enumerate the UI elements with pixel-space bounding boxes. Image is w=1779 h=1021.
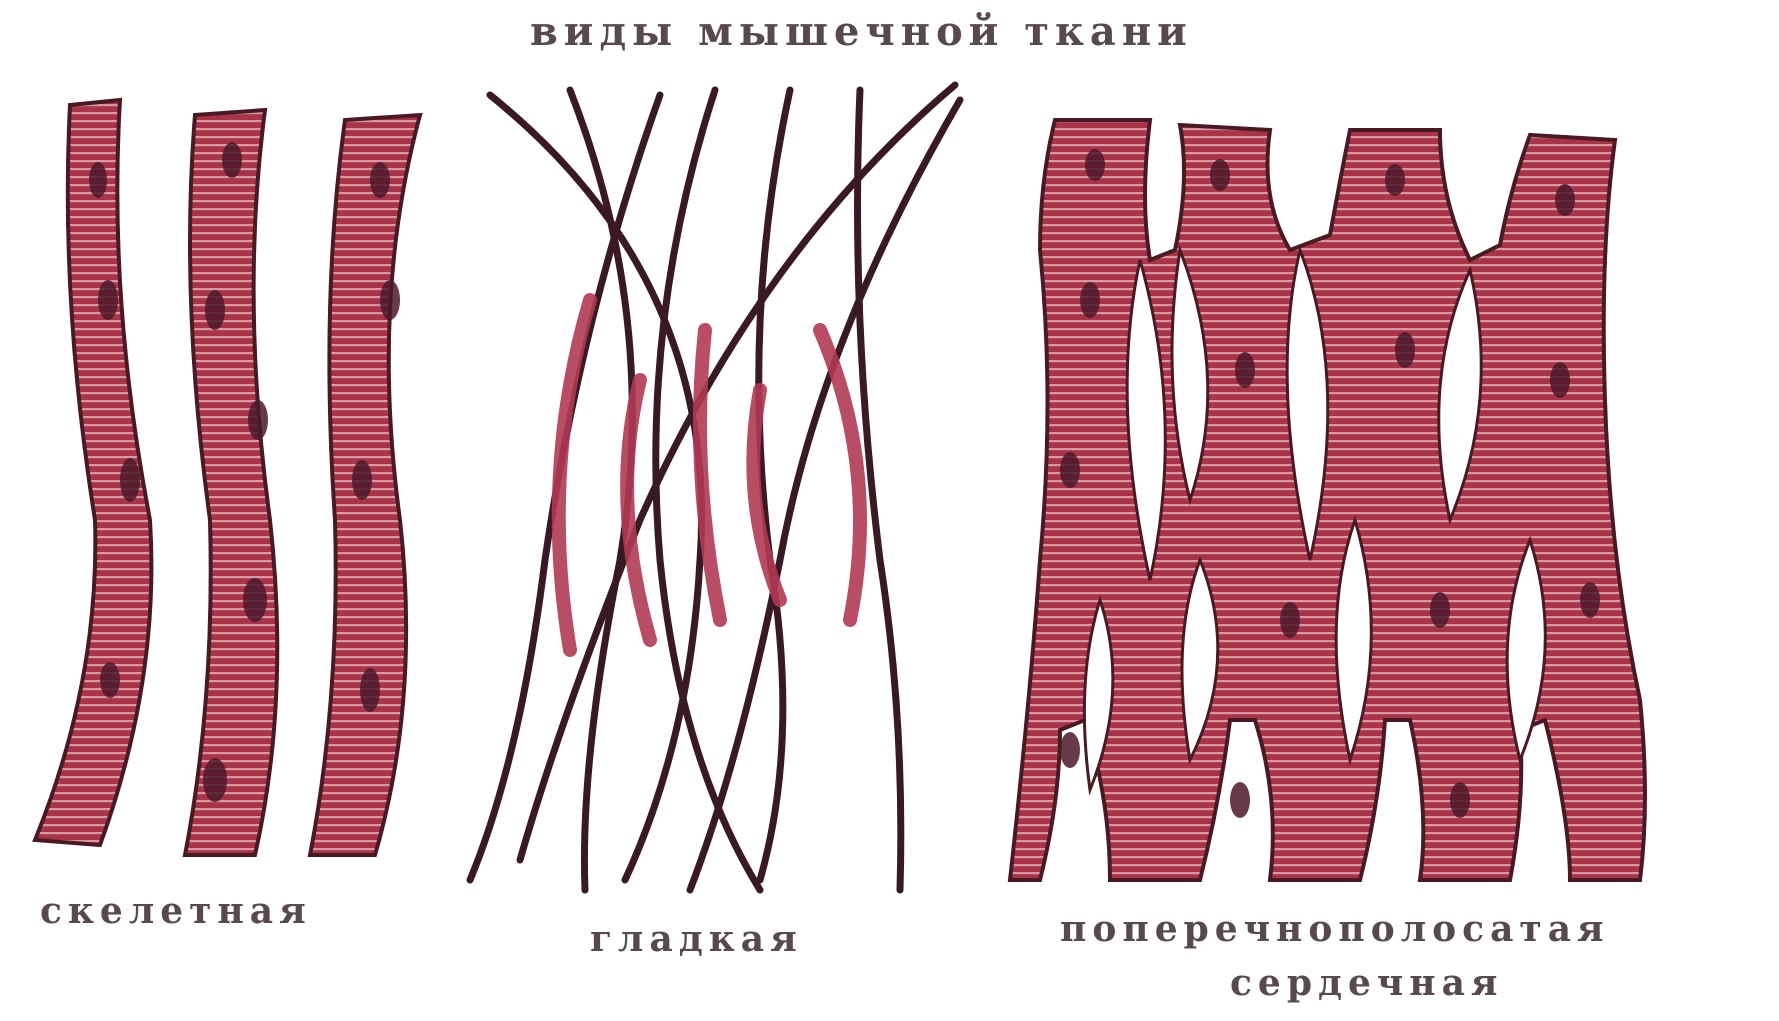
- nucleus: [89, 162, 107, 198]
- nucleus: [1580, 582, 1600, 618]
- nucleus: [100, 662, 120, 698]
- skeletal-label: скелетная: [40, 890, 312, 932]
- nucleus: [1060, 732, 1080, 768]
- nucleus: [1395, 332, 1415, 368]
- cardiac-label-line1: поперечнополосатая: [1060, 908, 1610, 950]
- nucleus: [1555, 184, 1575, 216]
- nucleus: [222, 142, 242, 178]
- nucleus: [1230, 782, 1250, 818]
- nucleus: [120, 458, 140, 502]
- nucleus: [1385, 164, 1405, 196]
- skeletal-fiber: [185, 110, 277, 855]
- cardiac-label-line2: сердечная: [1230, 962, 1504, 1004]
- nucleus: [1280, 602, 1300, 638]
- smooth-muscle-group: [470, 85, 960, 890]
- nucleus: [352, 460, 372, 500]
- smooth-fiber: [490, 95, 702, 880]
- cardiac-muscle-group: [1010, 120, 1645, 880]
- nucleus: [243, 578, 267, 622]
- nucleus: [1550, 362, 1570, 398]
- nucleus: [203, 758, 227, 802]
- nucleus: [360, 668, 380, 712]
- nucleus: [1235, 352, 1255, 388]
- nucleus: [1430, 592, 1450, 628]
- nucleus: [248, 400, 268, 440]
- nucleus: [1060, 452, 1080, 488]
- smooth-fiber-body: [820, 330, 860, 620]
- smooth-fiber: [759, 90, 790, 880]
- diagram-title: виды мышечной ткани: [530, 8, 1193, 55]
- nucleus: [98, 280, 118, 320]
- nucleus: [1085, 149, 1105, 181]
- nucleus: [1080, 282, 1100, 318]
- nucleus: [370, 162, 390, 198]
- nucleus: [380, 280, 400, 320]
- nucleus: [1450, 782, 1470, 818]
- nucleus: [205, 290, 225, 330]
- cardiac-tissue: [1010, 120, 1645, 880]
- smooth-label: гладкая: [590, 918, 803, 960]
- nucleus: [1210, 159, 1230, 191]
- skeletal-muscle-group: [35, 100, 420, 855]
